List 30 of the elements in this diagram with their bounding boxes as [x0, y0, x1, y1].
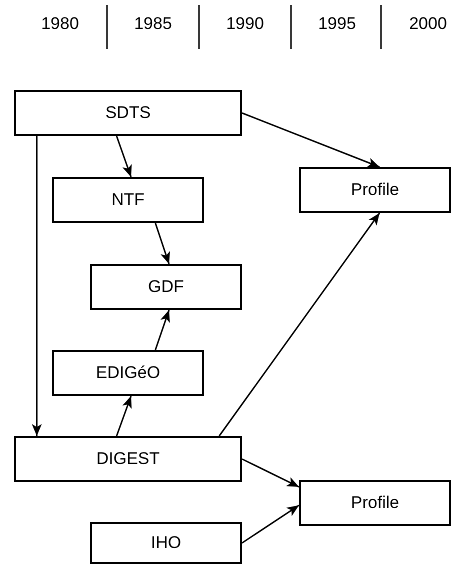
year-label: 1985: [134, 14, 172, 34]
box: [52, 177, 204, 223]
box-label: Profile: [350, 493, 400, 513]
year-label: 1980: [41, 14, 79, 34]
arrow: [242, 112, 380, 168]
box: [52, 350, 204, 396]
box: [299, 480, 451, 526]
arrow: [242, 504, 300, 544]
box-label: NTF: [111, 190, 145, 210]
box: [14, 90, 242, 136]
box: [90, 264, 242, 310]
arrow: [242, 458, 300, 488]
box-label: SDTS: [105, 103, 151, 123]
arrow: [218, 212, 380, 436]
box-label: EDIGéO: [96, 363, 160, 383]
year-label: 1990: [226, 14, 264, 34]
year-label: 2000: [409, 14, 447, 34]
box-label: GDF: [148, 277, 184, 297]
box-label: IHO: [150, 533, 182, 553]
arrow: [154, 310, 170, 350]
year-label: 1995: [318, 14, 356, 34]
box-label: Profile: [350, 180, 400, 200]
arrow: [116, 396, 132, 436]
arrow: [154, 222, 170, 264]
arrow: [116, 136, 132, 178]
box: [299, 167, 451, 213]
box-label: DIGEST: [96, 449, 160, 469]
box: [90, 522, 242, 564]
arrow: [32, 136, 42, 436]
box: [14, 436, 242, 482]
